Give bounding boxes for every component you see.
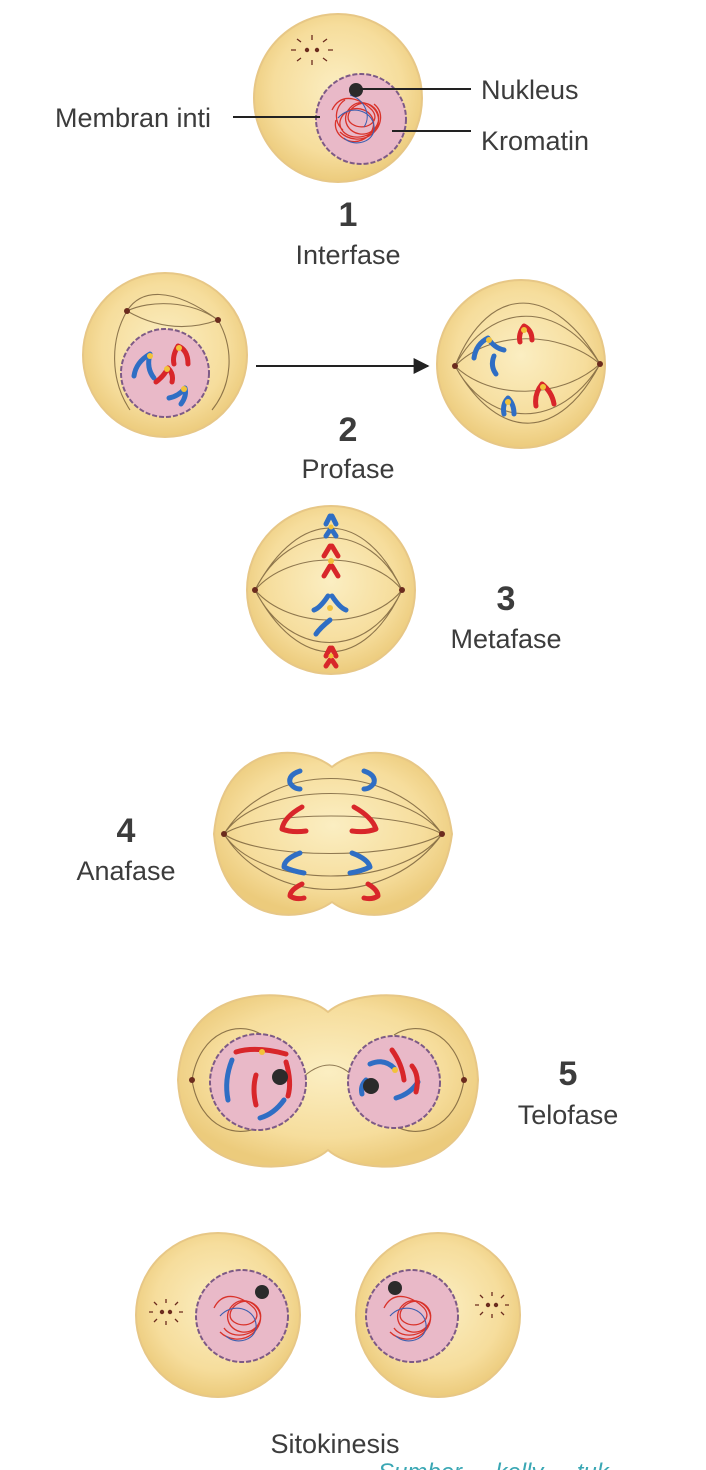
cell-anafase <box>212 751 454 916</box>
stage-number: 1 <box>339 196 358 234</box>
chromosomes <box>471 323 557 417</box>
stage-interfase: Membran inti Nukleus Kromatin 1 Interfas… <box>55 13 589 270</box>
stage-name: Anafase <box>76 856 175 886</box>
stage-name: Profase <box>301 454 394 484</box>
nucleolus <box>272 1069 288 1085</box>
nuclear-membrane <box>315 73 407 165</box>
stage-number: 5 <box>559 1055 578 1093</box>
nuclear-membrane <box>195 1269 289 1363</box>
label-nukleus: Nukleus <box>481 75 579 105</box>
stage-anafase: 4 Anafase <box>76 751 454 916</box>
stage-name: Interfase <box>295 240 400 270</box>
stage-telofase: 5 Telofase <box>176 994 619 1168</box>
stage-name: Telofase <box>518 1100 619 1130</box>
stage-name: Metafase <box>450 624 561 654</box>
centrosome-icon <box>291 35 333 65</box>
stage-number: 2 <box>339 411 358 449</box>
stage-number: 4 <box>117 812 136 850</box>
centrosome-icon <box>149 1299 183 1325</box>
nucleolus <box>388 1281 402 1295</box>
nuclear-membrane <box>347 1035 441 1129</box>
chromosomes <box>131 343 191 407</box>
nuclear-membrane <box>365 1269 459 1363</box>
chromosomes <box>311 513 349 669</box>
stage-metafase: 3 Metafase <box>246 505 562 675</box>
stage-number: 3 <box>497 580 516 618</box>
nucleolus <box>255 1285 269 1299</box>
stage-sitokinesis: Sitokinesis <box>135 1232 521 1459</box>
label-membran-inti: Membran inti <box>55 103 211 133</box>
nucleolus <box>349 83 363 97</box>
cell-profase-late <box>436 279 606 449</box>
chromosomes <box>279 768 381 902</box>
stage-name: Sitokinesis <box>270 1429 399 1459</box>
label-kromatin: Kromatin <box>481 126 589 156</box>
centrosome-icon <box>475 1292 509 1318</box>
chromatin <box>331 97 382 143</box>
nucleolus <box>363 1078 379 1094</box>
stage-profase: 2 Profase <box>82 272 606 484</box>
source-caption: Sumber ... kelly ... tuk ... <box>378 1459 635 1470</box>
